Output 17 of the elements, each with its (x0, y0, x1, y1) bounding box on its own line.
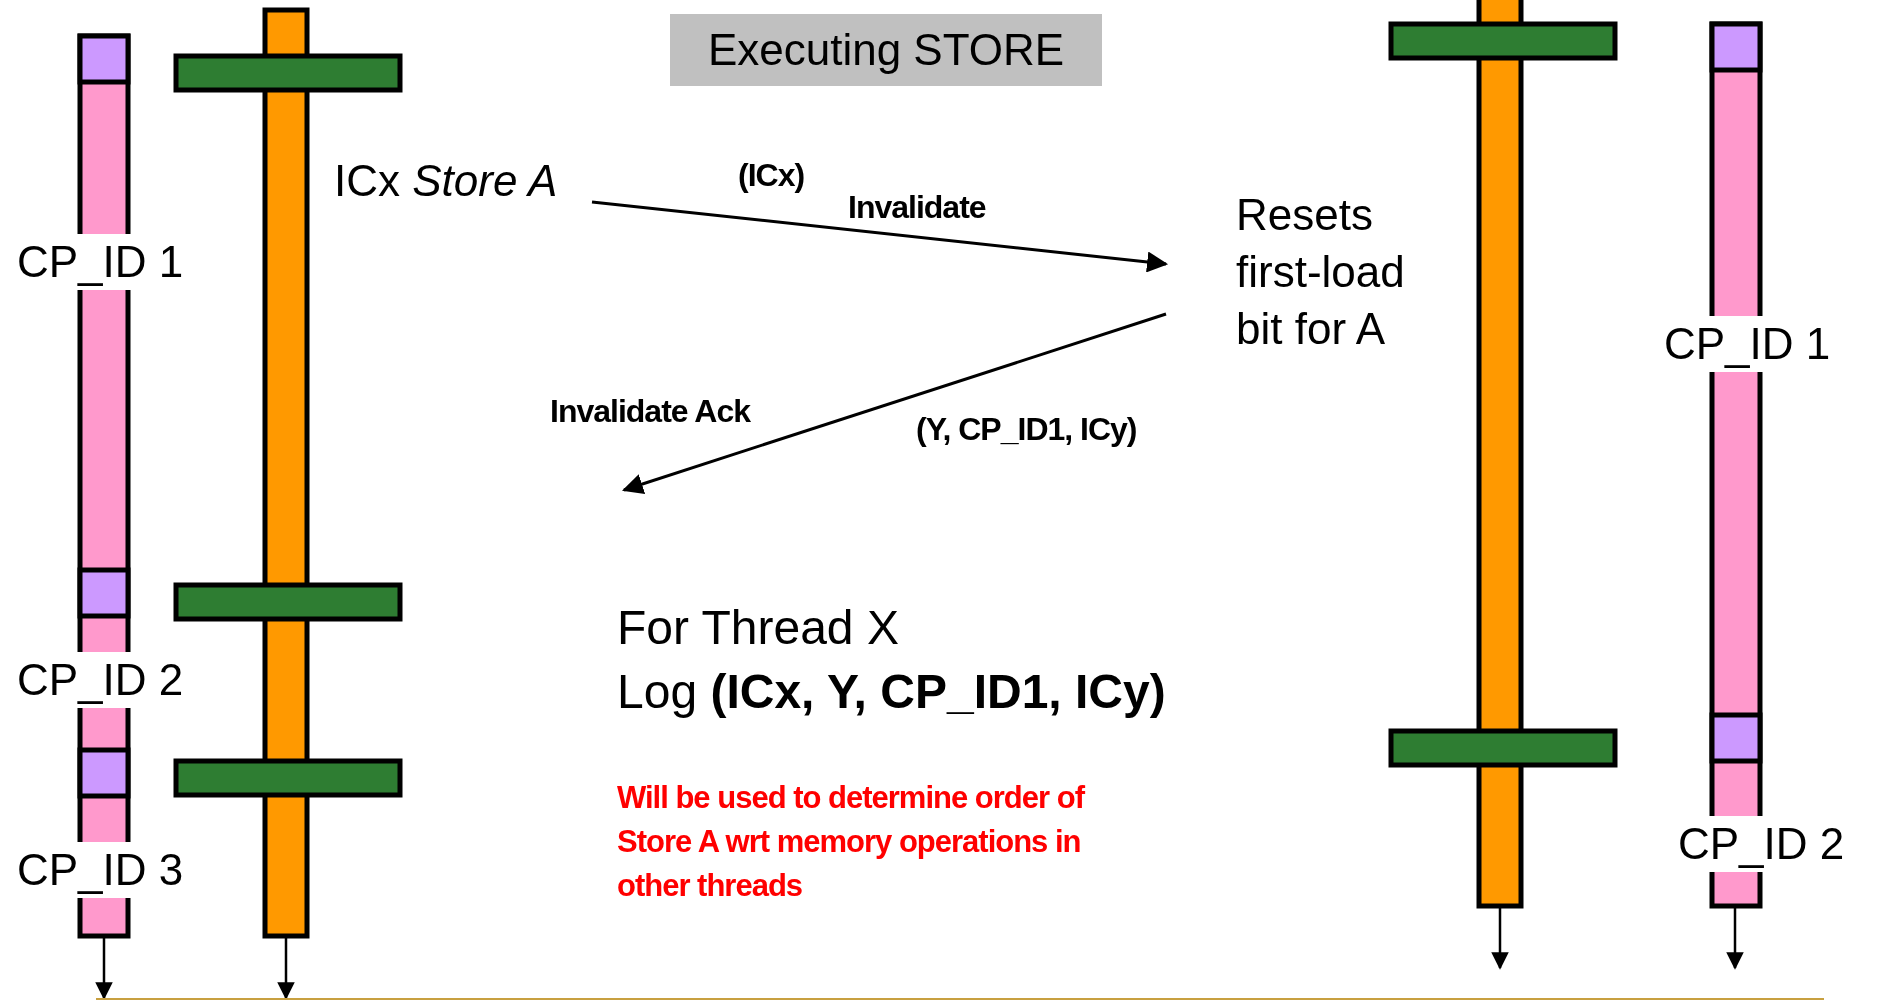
checkpoint-label: CP_ID 2 (17, 652, 184, 709)
message-text: ICx Store A (334, 152, 590, 209)
message-parameter: (Y, CP_ID1, ICy) (916, 412, 1137, 448)
arrow (591, 200, 1169, 273)
checkpoint-label: CP_ID 2 (1678, 816, 1845, 873)
message-text: Resets first-load bit for A (1168, 186, 1436, 357)
edge-label: Invalidate (848, 190, 986, 226)
log-heading: For Thread X (617, 602, 899, 655)
note-text: Will be used to determine order of Store A wrt memory operations in other threads (617, 779, 1086, 905)
log-entry: Log (ICx, Y, CP_ID1, ICy) (617, 666, 1166, 719)
edge-label: Invalidate Ack (550, 394, 750, 430)
checkpoint-label: CP_ID 1 (17, 234, 184, 291)
arrow (622, 312, 1167, 495)
checkpoint-label: CP_ID 1 (1664, 316, 1831, 373)
message-parameter: (ICx) (738, 158, 805, 194)
title-banner: Executing STORE (670, 14, 1102, 86)
checkpoint-label: CP_ID 3 (17, 842, 184, 899)
